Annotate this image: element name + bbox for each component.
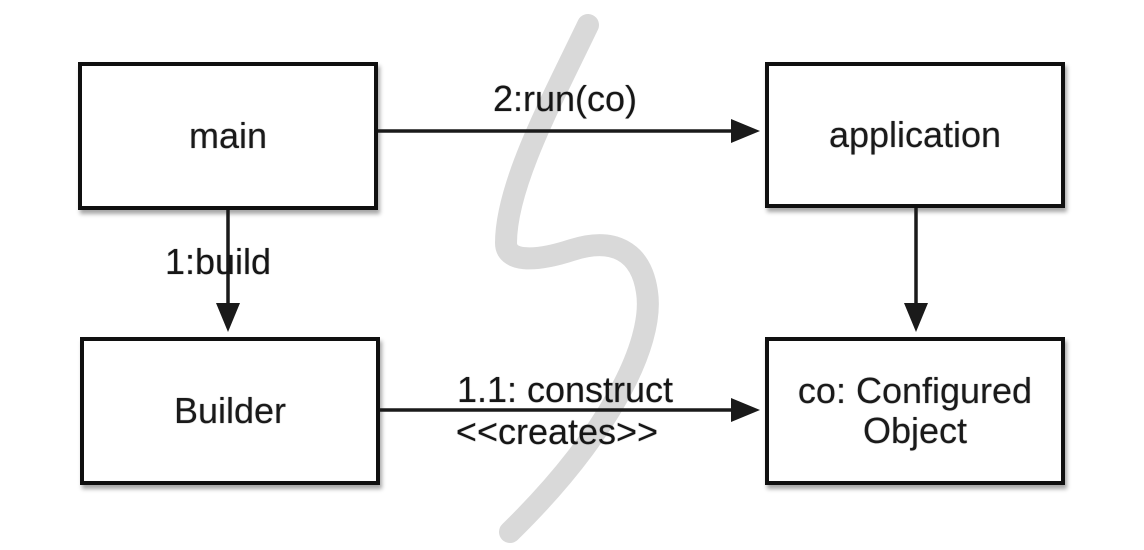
node-builder-label: Builder [173,390,287,431]
node-application: application [765,62,1065,208]
node-configured-object: co: Configured Object [765,337,1065,485]
edge-construct-label: 1.1: construct [456,369,674,410]
edge-construct-stereotype: <<creates>> [455,411,659,452]
node-builder: Builder [80,337,380,485]
node-application-label: application [828,114,1002,155]
swoosh-watermark-icon [494,14,659,543]
node-main: main [78,62,378,210]
edge-build-label: 1:build [164,241,272,282]
node-main-label: main [188,115,268,156]
edge-run-label: 2:run(co) [492,78,638,119]
node-configured-object-label: co: Configured Object [797,370,1033,451]
